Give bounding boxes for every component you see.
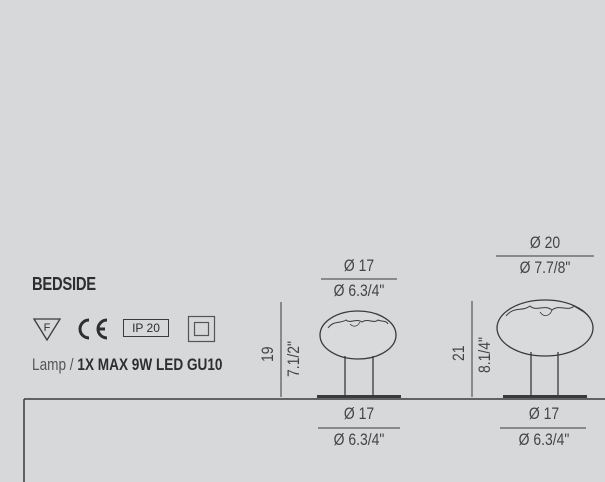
large-lamp-globe (496, 299, 594, 357)
small-lamp-globe (319, 310, 397, 360)
small-lamp-base (317, 395, 401, 398)
lamp-spec: Lamp / 1X MAX 9W LED GU10 (32, 355, 222, 375)
large-lamp-base (503, 395, 587, 398)
small-height-cm: 19 (258, 346, 277, 362)
f-mark-label: F (44, 322, 51, 334)
small-lamp-drawing (280, 278, 401, 429)
small-top-diameter-in: Ø 6.3/4" (333, 281, 385, 300)
small-globe-texture (327, 319, 389, 329)
large-base-diameter-in: Ø 6.3/4" (518, 430, 570, 449)
large-height-cm: 21 (449, 345, 468, 361)
large-globe-texture-detail (539, 309, 553, 316)
small-globe-texture-detail (349, 321, 361, 327)
small-base-diameter-in: Ø 6.3/4" (333, 430, 385, 449)
class-ii-icon (187, 315, 216, 343)
spec-value: 1X MAX 9W LED GU10 (77, 355, 223, 374)
ce-mark-icon (78, 318, 108, 340)
large-lamp-drawing (471, 255, 594, 429)
small-height-in: 7.1/2" (284, 341, 303, 377)
large-height-in: 8.1/4" (475, 337, 494, 373)
small-base-diameter-cm: Ø 17 (343, 404, 375, 423)
large-top-diameter-in: Ø 7.7/8" (519, 258, 571, 277)
ip-rating-badge: IP 20 (123, 319, 169, 337)
large-base-diameter-cm: Ø 17 (528, 404, 560, 423)
small-top-diameter-cm: Ø 17 (343, 256, 375, 275)
f-mark-icon: F (32, 318, 62, 342)
product-title: BEDSIDE (32, 274, 96, 294)
spec-prefix: Lamp / (32, 355, 74, 374)
large-top-diameter-cm: Ø 20 (529, 233, 561, 252)
